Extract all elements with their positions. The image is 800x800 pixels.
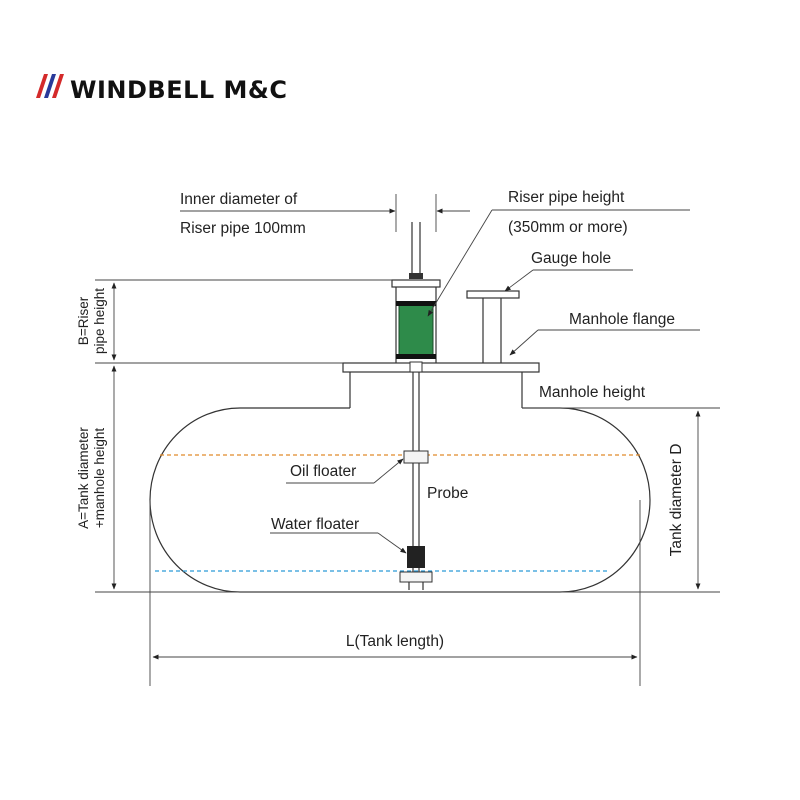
riser-flange-top — [391, 279, 441, 288]
b-riser-label-line1: B=Riser — [76, 296, 91, 345]
gauge-flange — [466, 290, 520, 299]
logo-stripe-blue-1 — [44, 74, 56, 98]
riser-insert — [398, 303, 434, 357]
probe-label: Probe — [427, 485, 468, 502]
a-tank-label-line2: +manhole height — [92, 428, 107, 528]
gauge-hole-label: Gauge hole — [531, 250, 611, 267]
probe-foot — [399, 571, 433, 583]
inner-diameter-label-line2: Riser pipe 100mm — [180, 220, 306, 237]
b-riser-label-line2: pipe height — [92, 288, 107, 354]
a-tank-label-line1: A=Tank diameter — [76, 427, 91, 529]
riser-height-leader — [427, 209, 493, 317]
manhole-flange-label: Manhole flange — [569, 311, 675, 328]
probe-head-cap — [409, 273, 423, 279]
logo-stripe-red-2 — [52, 74, 64, 98]
oil-floater-leader — [373, 458, 404, 484]
gauge-hole-leader — [504, 269, 534, 292]
riser-clamp-top — [396, 301, 436, 306]
riser-height-label-line2: (350mm or more) — [508, 219, 628, 236]
water-floater-label: Water floater — [271, 516, 359, 533]
tank-length-label: L(Tank length) — [346, 633, 444, 650]
manhole-height-label: Manhole height — [539, 384, 646, 401]
inner-diameter-label-line1: Inner diameter of — [180, 191, 298, 208]
water-floater-leader — [377, 532, 407, 554]
water-floater — [407, 546, 425, 568]
logo-stripe-red-1 — [36, 74, 48, 98]
oil-floater — [403, 450, 429, 464]
riser-height-label-line1: Riser pipe height — [508, 189, 625, 206]
tank-diameter-label: Tank diameter D — [668, 444, 685, 557]
logo-mark-icon — [36, 74, 64, 98]
top-cover-plate — [342, 362, 540, 373]
probe-rod-collar — [409, 361, 423, 373]
brand-logo: WINDBELL M&C — [36, 74, 287, 104]
tank-outline — [149, 407, 651, 593]
manhole-flange-leader — [509, 329, 539, 356]
riser-clamp-bottom — [396, 354, 436, 359]
oil-floater-label: Oil floater — [290, 463, 356, 480]
brand-name: WINDBELL M&C — [70, 76, 287, 104]
